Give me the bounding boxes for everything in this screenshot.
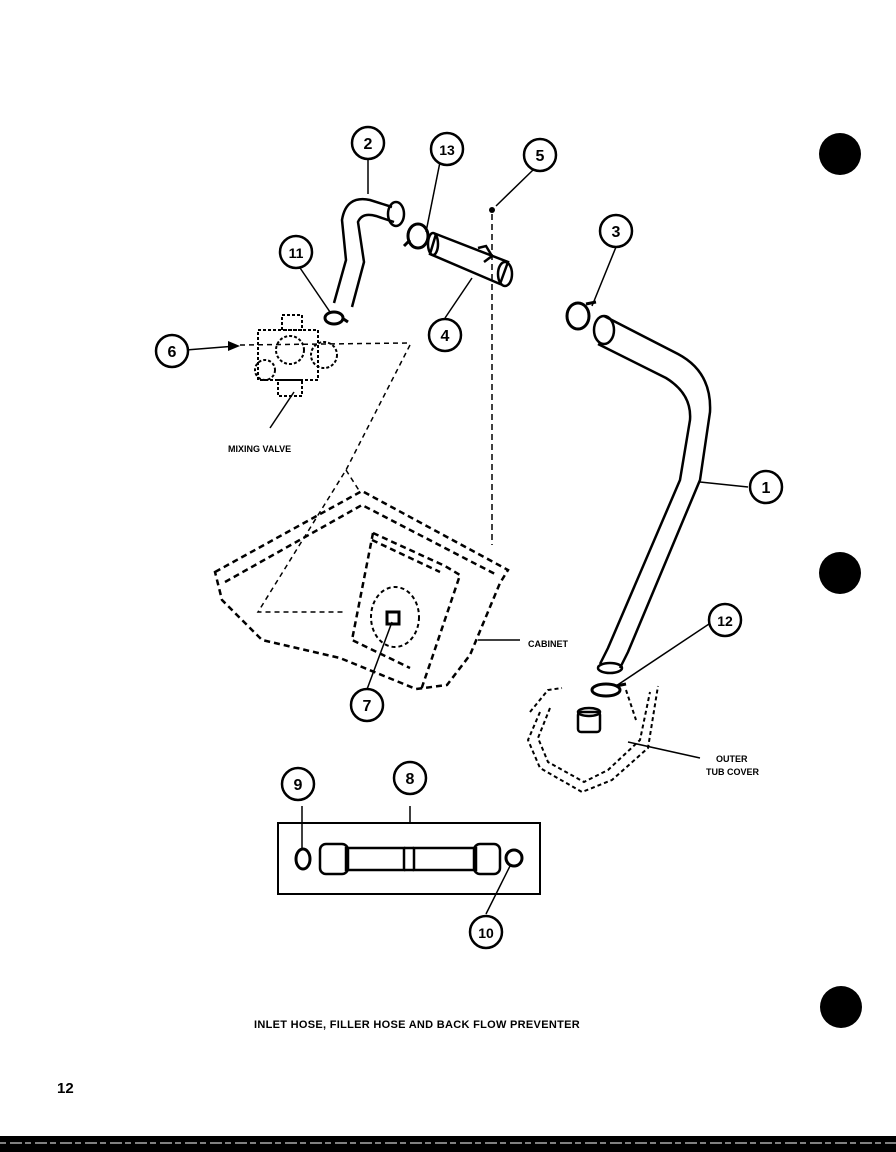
figure-caption: INLET HOSE, FILLER HOSE AND BACK FLOW PR… [254,1019,580,1031]
part-1-hose [592,314,712,675]
callout-4: 4 [441,328,450,345]
cabinet-label: CABINET [528,639,569,649]
callout-12: 12 [717,613,733,629]
binder-hole-middle [819,552,861,594]
cabinet-outline [213,489,510,691]
callout-2: 2 [364,136,373,153]
part-12-cup [576,706,602,734]
part-7-grommet [385,610,401,626]
page-number: 12 [57,1080,74,1097]
part-8-inlet-hose [318,842,502,876]
outer-tub-cover-label-2: TUB COVER [706,767,760,777]
callout-6: 6 [168,344,177,361]
callout-5: 5 [536,148,545,165]
arrow-head-6 [228,341,240,351]
part-5-screw [489,207,495,213]
scan-edge [0,1136,896,1152]
callout-11: 11 [289,245,304,261]
binder-hole-top [819,133,861,175]
callout-7: 7 [363,698,372,715]
mixing-valve [254,314,338,397]
part-4-fitting [426,231,514,288]
callout-3: 3 [612,224,621,241]
part-2-hose [332,197,406,308]
mixing-valve-label: MIXING VALVE [228,444,291,454]
callout-13: 13 [439,142,455,158]
part-12-clamp [590,682,627,698]
backflow-hole [370,586,420,648]
callout-1: 1 [762,480,771,497]
callout-8: 8 [406,771,415,788]
part-13-clamp [402,222,430,250]
part-11-clamp [323,310,349,326]
leader-lines [185,160,749,915]
callout-9: 9 [294,777,303,794]
callout-10: 10 [478,925,494,941]
outer-tub-cover-label-1: OUTER [716,754,748,764]
inlet-hose-box [277,822,541,895]
callout-circles [154,125,784,950]
part-9-washer [294,847,312,871]
part-3-clamp [565,300,597,331]
cabinet-thin-lines [239,342,411,613]
outer-tub-cover [526,685,659,794]
part-10-screen [504,848,524,868]
binder-hole-bottom [820,986,862,1028]
